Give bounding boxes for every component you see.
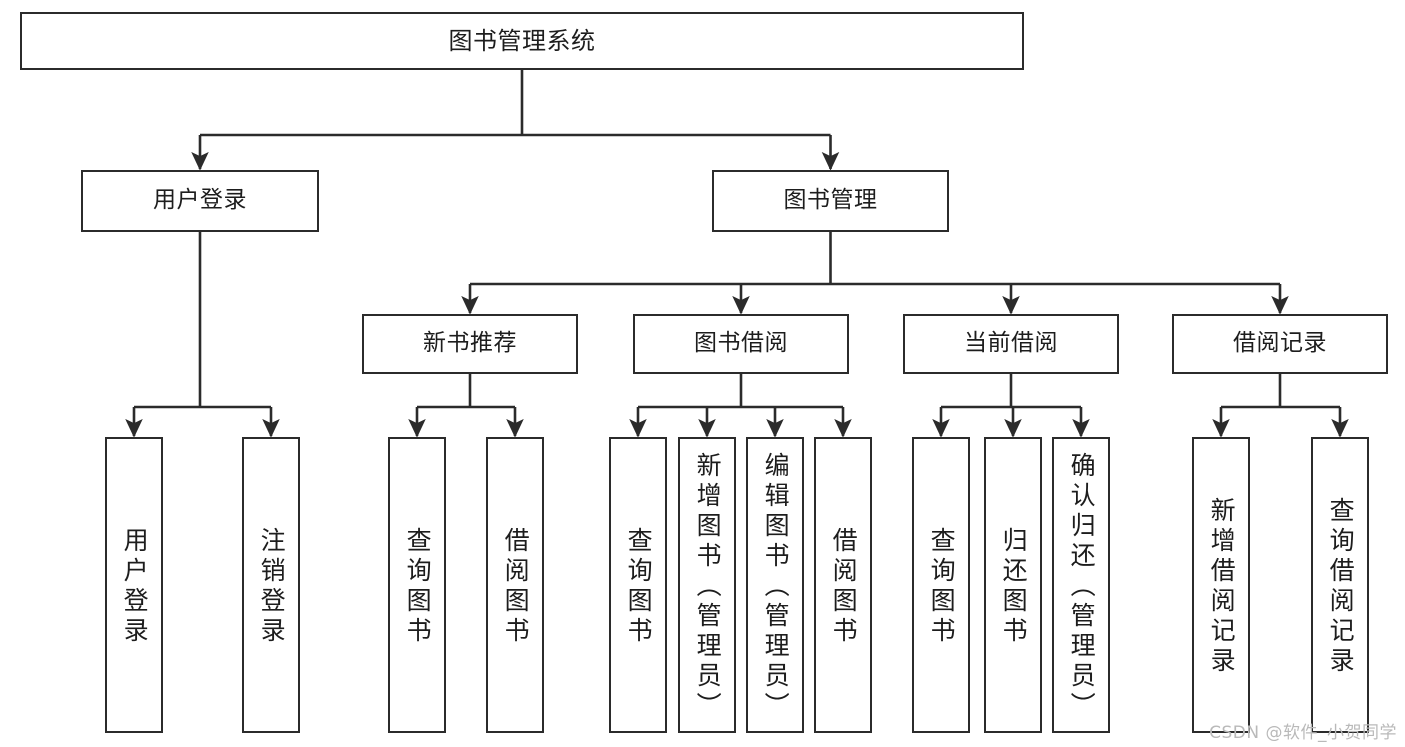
node-borrow-record[interactable]: 借阅记录 (1172, 314, 1388, 374)
node-leaf-query-record[interactable]: 查询借阅记录 (1311, 437, 1369, 733)
node-leaf-borrow-book[interactable]: 借阅图书 (814, 437, 872, 733)
node-label: 注销登录 (257, 527, 287, 647)
node-leaf-confirm-return[interactable]: 确认归还（管理员） (1052, 437, 1110, 733)
node-label: 用户登录 (153, 187, 247, 214)
node-book-borrow[interactable]: 图书借阅 (633, 314, 849, 374)
node-user-login[interactable]: 用户登录 (81, 170, 319, 232)
node-leaf-add-record[interactable]: 新增借阅记录 (1192, 437, 1250, 733)
node-leaf-query-book-cur[interactable]: 查询图书 (912, 437, 970, 733)
node-book-manage[interactable]: 图书管理 (712, 170, 949, 232)
node-leaf-return-book[interactable]: 归还图书 (984, 437, 1042, 733)
node-label: 图书管理 (783, 187, 878, 214)
node-leaf-add-book[interactable]: 新增图书（管理员） (678, 437, 736, 733)
node-label: 借阅图书 (829, 527, 859, 647)
node-label: 图书管理系统 (448, 26, 596, 55)
node-leaf-user-login[interactable]: 用户登录 (105, 437, 163, 733)
node-label: 新增借阅记录 (1207, 497, 1237, 677)
node-label: 借阅记录 (1233, 330, 1327, 357)
node-leaf-borrow-book-rec[interactable]: 借阅图书 (486, 437, 544, 733)
node-label: 归还图书 (999, 527, 1029, 647)
node-root[interactable]: 图书管理系统 (20, 12, 1024, 70)
node-label: 借阅图书 (501, 527, 531, 647)
node-label: 用户登录 (120, 527, 150, 647)
node-label: 图书借阅 (694, 330, 788, 357)
node-leaf-edit-book[interactable]: 编辑图书（管理员） (746, 437, 804, 733)
node-label: 查询图书 (403, 527, 433, 647)
node-leaf-query-book-rec[interactable]: 查询图书 (388, 437, 446, 733)
node-label: 编辑图书（管理员） (761, 452, 791, 722)
node-current-borrow[interactable]: 当前借阅 (903, 314, 1119, 374)
node-label: 新增图书（管理员） (693, 452, 723, 722)
node-leaf-query-book-borrow[interactable]: 查询图书 (609, 437, 667, 733)
node-label: 确认归还（管理员） (1067, 452, 1097, 722)
node-label: 查询图书 (624, 527, 654, 647)
node-label: 查询借阅记录 (1326, 497, 1356, 677)
node-label: 新书推荐 (423, 330, 517, 357)
node-label: 查询图书 (927, 527, 957, 647)
csdn-watermark: CSDN @软件_小贺同学 (1209, 723, 1397, 743)
node-new-book-rec[interactable]: 新书推荐 (362, 314, 578, 374)
node-leaf-user-logout[interactable]: 注销登录 (242, 437, 300, 733)
node-label: 当前借阅 (964, 330, 1058, 357)
